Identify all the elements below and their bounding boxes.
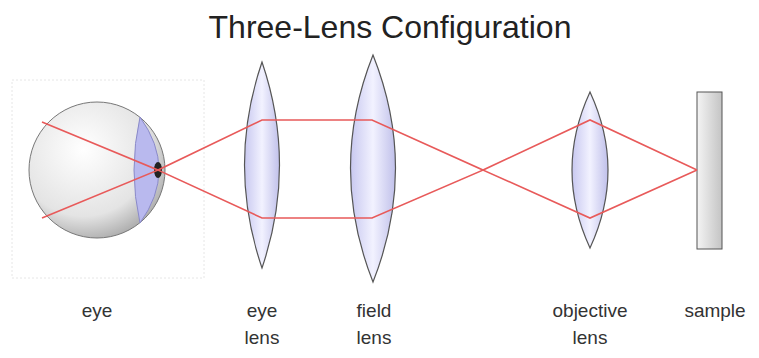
part-label: eye lens — [232, 297, 292, 351]
eyeball — [29, 102, 165, 238]
part-label: sample — [675, 297, 755, 324]
field-lens-shape — [351, 55, 396, 282]
light-rays — [42, 120, 697, 218]
diagram-title: Three-Lens Configuration — [209, 8, 572, 46]
part-label: eye — [37, 297, 157, 324]
ray-upper — [42, 120, 697, 170]
part-label: objective lens — [545, 297, 635, 351]
sample-slide — [697, 92, 722, 249]
objective-lens-shape — [572, 92, 608, 248]
ray-lower — [42, 170, 697, 218]
eye-lens-shape — [245, 62, 280, 268]
part-label: field lens — [344, 297, 404, 351]
eye-frame — [12, 80, 204, 278]
